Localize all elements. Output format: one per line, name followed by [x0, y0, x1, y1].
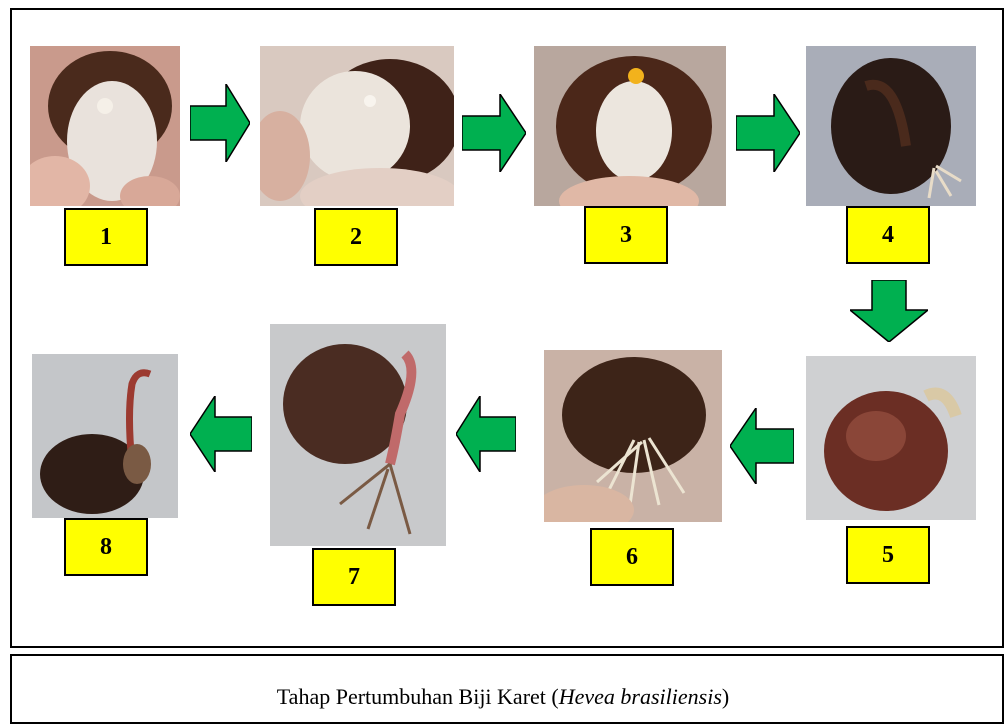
caption-species: Hevea brasiliensis [559, 684, 722, 709]
arrow-left-2 [456, 396, 516, 472]
figure-caption: Tahap Pertumbuhan Biji Karet (Hevea bras… [0, 684, 1006, 710]
stage-5-number: 5 [882, 542, 894, 569]
arrow-right-2 [462, 94, 526, 172]
stage-1-photo [30, 46, 180, 206]
stage-2-photo [260, 46, 454, 206]
arrow-left-1 [730, 408, 794, 484]
arrow-down-1 [850, 280, 928, 342]
stage-1-number: 1 [100, 224, 112, 251]
stage-4-number: 4 [882, 222, 894, 249]
stage-3-label: 3 [584, 206, 668, 264]
stage-5-label: 5 [846, 526, 930, 584]
stage-5-photo [806, 356, 976, 520]
stage-4-photo [806, 46, 976, 206]
caption-suffix: ) [722, 684, 729, 709]
stage-7-photo [270, 324, 446, 546]
stage-3-photo [534, 46, 726, 206]
arrow-right-3 [736, 94, 800, 172]
stage-6-label: 6 [590, 528, 674, 586]
arrow-left-3 [190, 396, 252, 472]
stage-8-label: 8 [64, 518, 148, 576]
stage-6-number: 6 [626, 544, 638, 571]
stage-2-number: 2 [350, 224, 362, 251]
stage-8-number: 8 [100, 534, 112, 561]
stage-7-number: 7 [348, 564, 360, 591]
stage-8-photo [32, 354, 178, 518]
caption-prefix: Tahap Pertumbuhan Biji Karet ( [277, 684, 559, 709]
arrow-right-1 [190, 84, 250, 162]
stage-3-number: 3 [620, 222, 632, 249]
stage-4-label: 4 [846, 206, 930, 264]
stage-7-label: 7 [312, 548, 396, 606]
stage-6-photo [544, 350, 722, 522]
stage-1-label: 1 [64, 208, 148, 266]
stage-2-label: 2 [314, 208, 398, 266]
